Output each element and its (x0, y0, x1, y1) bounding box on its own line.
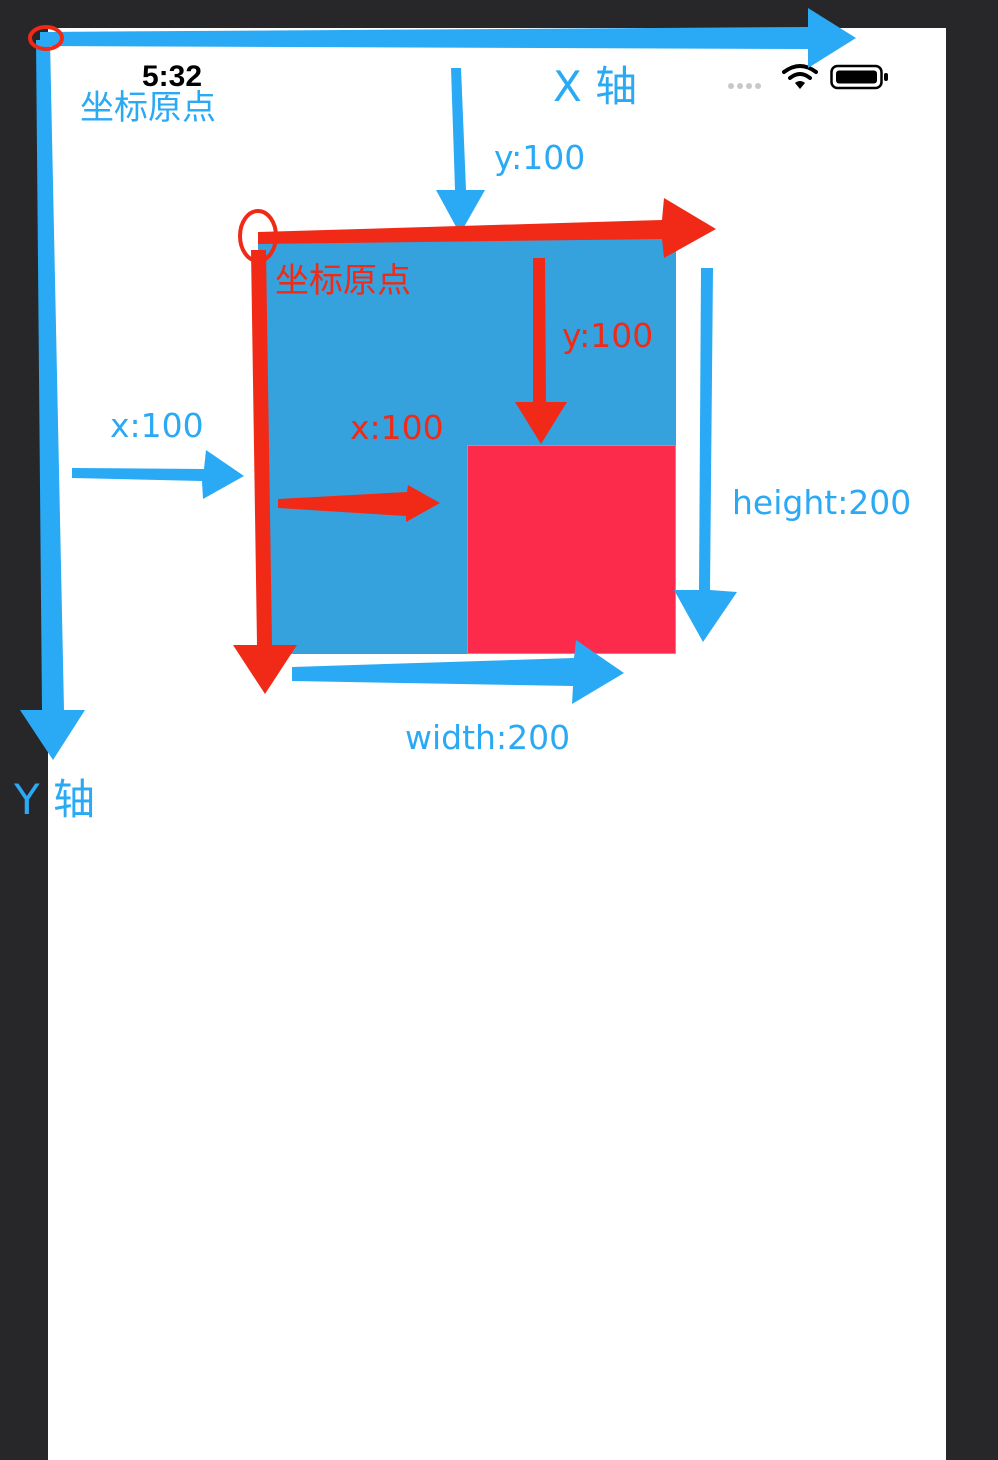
origin-label: 坐标原点 (80, 88, 216, 128)
y-axis-arrow (20, 40, 85, 760)
child-view (467, 445, 676, 654)
width-arrow (292, 640, 624, 704)
signal-dots-icon (728, 83, 768, 89)
inner-x-axis-arrow (258, 198, 716, 258)
x-axis-label: X 轴 (553, 62, 638, 111)
height-arrow (674, 268, 737, 642)
x-offset-arrow (72, 450, 244, 499)
height-label: height:200 (732, 483, 912, 522)
wifi-icon (782, 64, 818, 89)
inner-y-axis-arrow (233, 250, 297, 694)
inner-y-offset-arrow (515, 258, 567, 444)
x-offset-label: x:100 (110, 406, 204, 445)
battery-icon (830, 64, 888, 90)
origin-circle (28, 25, 64, 51)
width-label: width:200 (405, 718, 571, 757)
status-time: 5:32 (142, 60, 203, 93)
inner-y-offset-label: y:100 (562, 316, 654, 355)
inner-x-offset-arrow (278, 485, 440, 522)
y-offset-label: y:100 (494, 138, 586, 177)
x-axis-arrow (40, 8, 856, 68)
y-offset-arrow (436, 68, 485, 234)
inner-x-offset-label: x:100 (350, 408, 444, 447)
inner-origin-label: 坐标原点 (275, 261, 411, 301)
inner-origin-circle (238, 209, 278, 263)
y-axis-label: Y 轴 (14, 775, 96, 824)
